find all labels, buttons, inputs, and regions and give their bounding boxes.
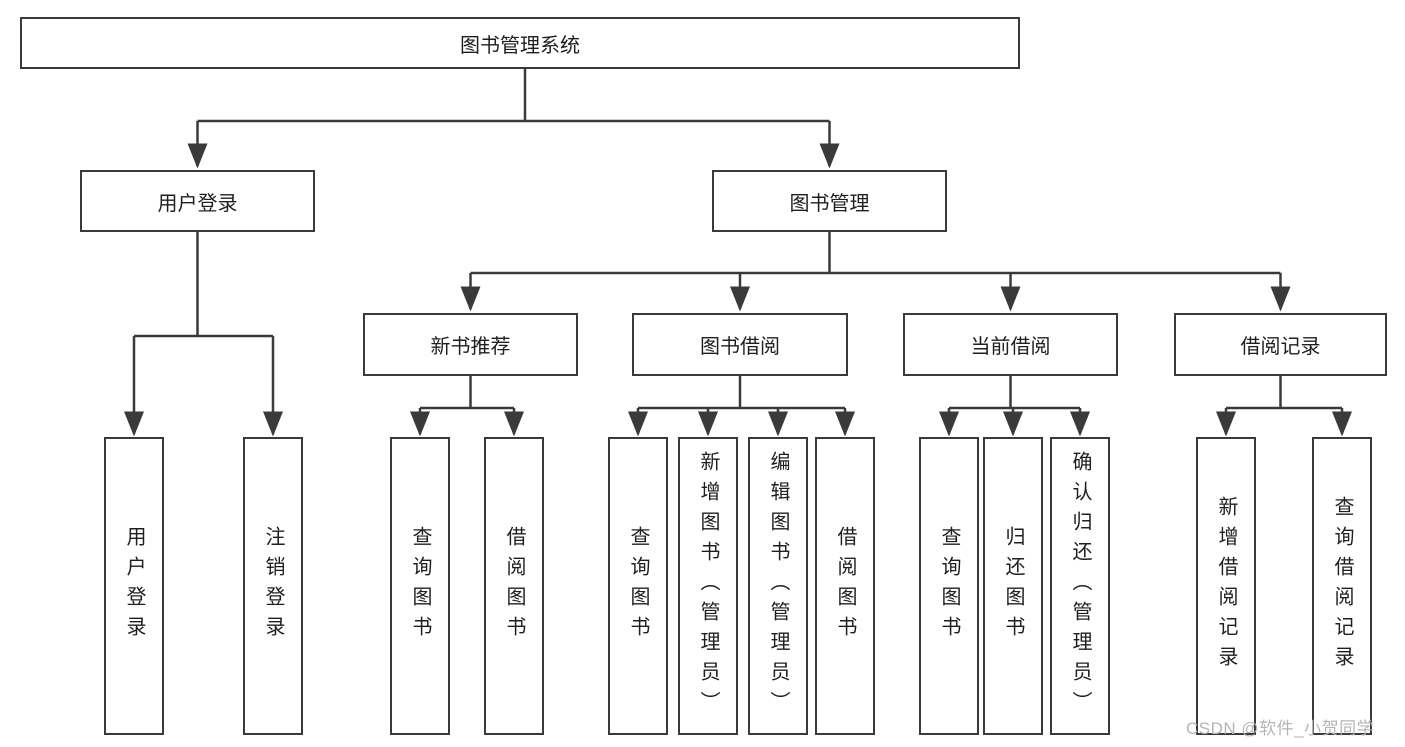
leaf-bb-query-books: 查询图书 (608, 437, 668, 735)
leaf-nb-borrow-books-label: 借阅图书 (503, 526, 525, 646)
leaf-cb-confirm-return-label: 确认归还（管理员） (1069, 451, 1091, 721)
edge-new-book-trunk (420, 376, 514, 410)
node-borrowing-records-label: 借阅记录 (1240, 336, 1321, 358)
leaf-nb-borrow-books: 借阅图书 (484, 437, 544, 735)
leaf-br-query-record: 查询借阅记录 (1312, 437, 1372, 735)
edge-book-borrowing-trunk (638, 376, 845, 410)
csdn-watermark: CSDN @软件_小贺同学 (1186, 719, 1375, 738)
edge-user-login-trunk (134, 232, 273, 338)
leaf-br-add-record: 新增借阅记录 (1196, 437, 1256, 735)
leaf-bb-edit-books: 编辑图书（管理员） (748, 437, 808, 735)
node-current-borrowing: 当前借阅 (903, 313, 1118, 376)
leaf-cb-return-books: 归还图书 (983, 437, 1043, 735)
edge-borrowing-records-trunk (1226, 376, 1342, 410)
leaf-bb-edit-books-label: 编辑图书（管理员） (767, 451, 789, 721)
node-new-book-recommend: 新书推荐 (363, 313, 578, 376)
node-root-system: 图书管理系统 (20, 17, 1020, 69)
edge-root-trunk (197, 69, 830, 123)
node-new-book-recommend-label: 新书推荐 (430, 336, 511, 358)
node-user-login-label: 用户登录 (157, 192, 238, 215)
node-current-borrowing-label: 当前借阅 (970, 336, 1051, 358)
node-user-login: 用户登录 (80, 170, 315, 232)
leaf-bb-query-books-label: 查询图书 (627, 526, 649, 646)
leaf-nb-query-books: 查询图书 (390, 437, 450, 735)
leaf-br-query-record-label: 查询借阅记录 (1331, 496, 1353, 676)
node-book-borrowing-label: 图书借阅 (700, 336, 780, 358)
leaf-user-login-label: 用户登录 (123, 526, 145, 646)
leaf-logout: 注销登录 (243, 437, 303, 735)
leaf-br-add-record-label: 新增借阅记录 (1215, 496, 1237, 676)
leaf-cb-query-books-label: 查询图书 (938, 526, 960, 646)
leaf-cb-query-books: 查询图书 (919, 437, 979, 735)
edge-current-borrowing-trunk (949, 376, 1080, 410)
leaf-nb-query-books-label: 查询图书 (409, 526, 431, 646)
edge-book-management-trunk (470, 232, 1281, 275)
leaf-bb-borrow-books-label: 借阅图书 (834, 526, 856, 646)
node-borrowing-records: 借阅记录 (1174, 313, 1387, 376)
leaf-logout-label: 注销登录 (262, 526, 284, 646)
node-book-management-label: 图书管理 (789, 192, 870, 215)
leaf-user-login: 用户登录 (104, 437, 164, 735)
leaf-cb-confirm-return: 确认归还（管理员） (1050, 437, 1110, 735)
leaf-cb-return-books-label: 归还图书 (1002, 526, 1024, 646)
leaf-bb-borrow-books: 借阅图书 (815, 437, 875, 735)
node-book-borrowing: 图书借阅 (632, 313, 848, 376)
node-root-label: 图书管理系统 (460, 34, 580, 57)
node-book-management: 图书管理 (712, 170, 947, 232)
leaf-bb-add-books: 新增图书（管理员） (678, 437, 738, 735)
leaf-bb-add-books-label: 新增图书（管理员） (697, 451, 719, 721)
